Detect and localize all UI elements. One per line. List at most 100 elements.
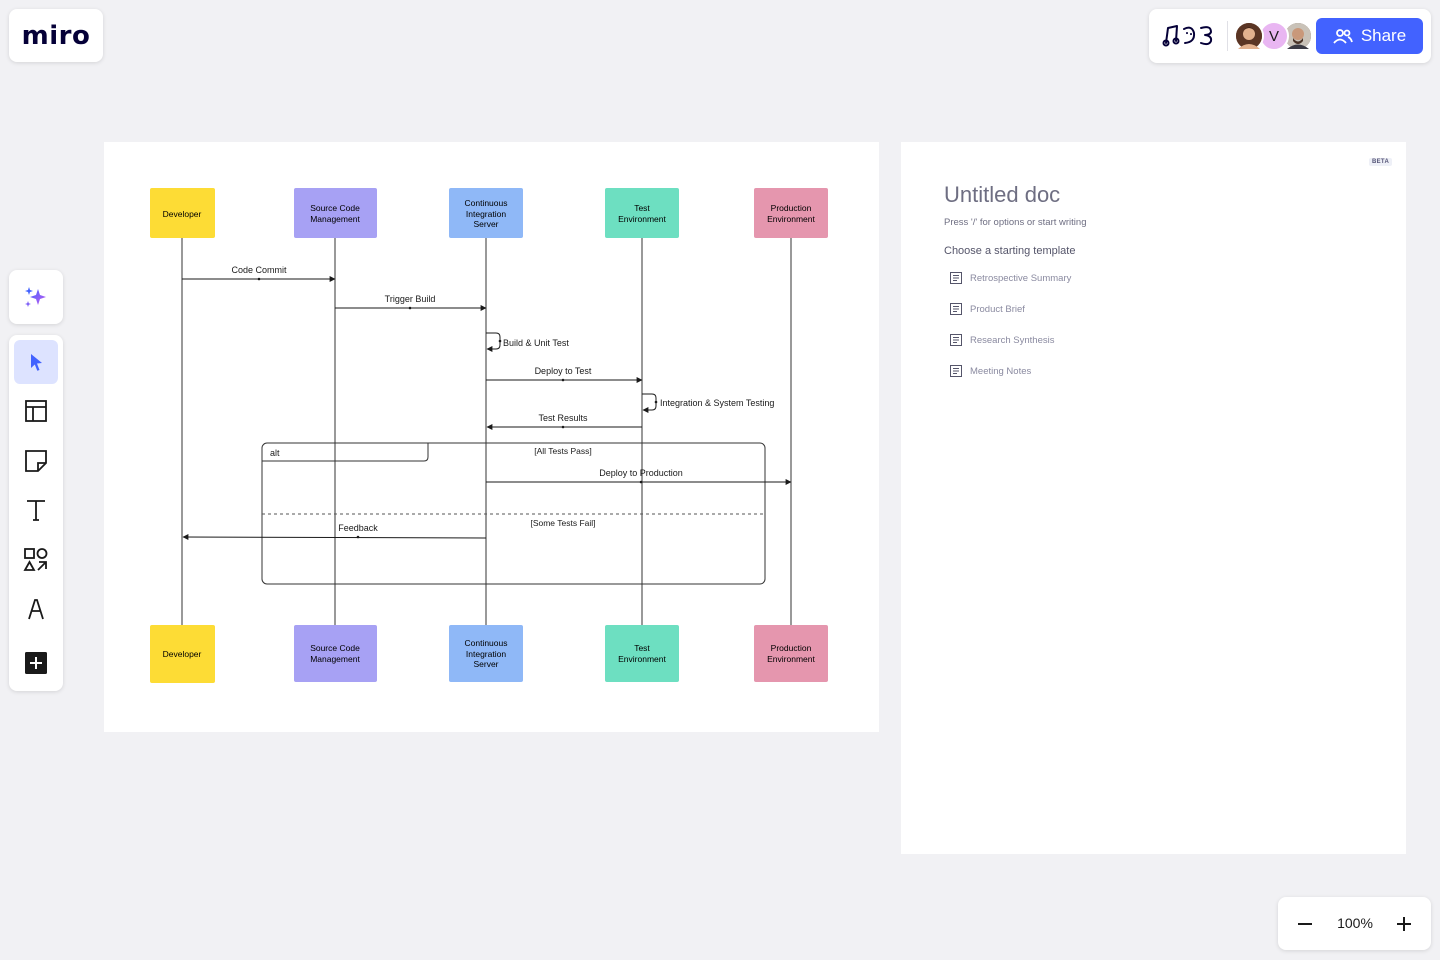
template-product-brief[interactable]: Product Brief bbox=[950, 301, 1025, 317]
alt-label-box bbox=[262, 443, 429, 462]
participant-scm bbox=[294, 188, 377, 238]
message-midpoints bbox=[257, 277, 658, 539]
message-label: Deploy to Test bbox=[535, 366, 592, 376]
message-integration-testing bbox=[642, 393, 657, 413]
templates-tool[interactable] bbox=[14, 389, 58, 433]
doc-title[interactable]: Untitled doc bbox=[944, 182, 1061, 207]
alt-keyword: alt bbox=[270, 448, 280, 458]
participant-label: Developer bbox=[163, 649, 202, 659]
shapes-tool[interactable] bbox=[14, 538, 58, 582]
participant-ci-server bbox=[449, 188, 523, 238]
photo-avatar-2[interactable] bbox=[1283, 21, 1313, 51]
participant-test-env bbox=[605, 625, 679, 682]
participant-prod-env bbox=[754, 188, 828, 238]
participant-label: Environment bbox=[618, 214, 666, 224]
sticky-note-icon bbox=[25, 450, 47, 472]
lifelines bbox=[181, 238, 792, 625]
participant-label: Management bbox=[310, 214, 360, 224]
pen-icon bbox=[28, 599, 44, 620]
document-icon bbox=[950, 272, 962, 284]
sequence-diagram-frame[interactable]: alt [All Tests Pass] [Some Tests Fail] C… bbox=[104, 142, 879, 732]
text-tool[interactable] bbox=[14, 488, 58, 532]
participant-label: Server bbox=[473, 219, 498, 229]
template-research-synthesis[interactable]: Research Synthesis bbox=[950, 332, 1054, 348]
ai-assistant-button[interactable] bbox=[9, 270, 63, 324]
template-retrospective-summary[interactable]: Retrospective Summary bbox=[950, 270, 1071, 286]
message-feedback bbox=[182, 534, 487, 541]
participant-test-env bbox=[605, 188, 679, 238]
participant-label: Continuous bbox=[464, 198, 507, 208]
sequence-diagram: alt [All Tests Pass] [Some Tests Fail] C… bbox=[150, 188, 828, 683]
participant-label: Test bbox=[634, 643, 650, 653]
message-label: Trigger Build bbox=[385, 294, 436, 304]
participant-label: Server bbox=[473, 659, 498, 669]
zoom-in-button[interactable] bbox=[1389, 909, 1419, 939]
participant-label: Production bbox=[771, 203, 812, 213]
select-tool[interactable] bbox=[14, 340, 58, 384]
sparkle-icon bbox=[25, 287, 46, 307]
message-label: Integration & System Testing bbox=[660, 398, 774, 408]
photo-avatar-1[interactable] bbox=[1234, 21, 1264, 51]
alt-fragment[interactable]: alt [All Tests Pass] [Some Tests Fail] bbox=[261, 442, 766, 585]
zoom-control: 100% bbox=[1278, 897, 1431, 950]
template-label: Retrospective Summary bbox=[970, 272, 1072, 284]
template-label: Product Brief bbox=[970, 303, 1025, 315]
template-label: Meeting Notes bbox=[970, 365, 1032, 377]
zoom-level[interactable]: 100% bbox=[1337, 915, 1373, 931]
tools-toolbar bbox=[9, 335, 63, 691]
participant-label: Developer bbox=[163, 209, 202, 219]
alt-guard-fail: [Some Tests Fail] bbox=[530, 518, 595, 528]
logo-panel[interactable]: miro bbox=[9, 9, 103, 62]
shapes-icon bbox=[23, 548, 48, 571]
doc-hint[interactable]: Press '/' for options or start writing bbox=[944, 217, 1087, 228]
participant-label: Source Code bbox=[310, 203, 360, 213]
participant-label: Environment bbox=[767, 214, 815, 224]
share-button[interactable]: Share bbox=[1316, 18, 1423, 54]
add-tool[interactable] bbox=[14, 641, 58, 685]
sticky-note-tool[interactable] bbox=[14, 439, 58, 483]
template-heading: Choose a starting template bbox=[944, 245, 1076, 257]
zoom-out-button[interactable] bbox=[1290, 909, 1320, 939]
participant-label: Source Code bbox=[310, 643, 360, 653]
collaboration-bar: V Share bbox=[1149, 9, 1431, 63]
users-icon bbox=[1333, 29, 1353, 44]
message-label: Feedback bbox=[338, 523, 378, 533]
share-label: Share bbox=[1360, 26, 1407, 45]
participant-label: Production bbox=[771, 643, 812, 653]
miro-logo[interactable]: miro bbox=[21, 20, 91, 51]
template-label: Research Synthesis bbox=[970, 334, 1055, 346]
template-meeting-notes[interactable]: Meeting Notes bbox=[950, 363, 1031, 379]
plus-square-icon bbox=[25, 652, 47, 674]
participant-ci-server bbox=[449, 625, 523, 682]
minus-icon bbox=[1298, 923, 1312, 925]
participant-label: Integration bbox=[466, 209, 506, 219]
participant-label: Management bbox=[310, 654, 360, 664]
avatar-initial: V bbox=[1268, 27, 1279, 45]
message-label: Build & Unit Test bbox=[503, 338, 569, 348]
message-build-unit-test bbox=[486, 332, 501, 352]
message-label: Test Results bbox=[538, 413, 588, 423]
divider bbox=[1227, 21, 1228, 51]
doc-panel[interactable]: BETA Untitled doc Press '/' for options … bbox=[901, 142, 1406, 854]
participants-bottom[interactable]: Developer Source Code Management Continu… bbox=[150, 625, 828, 683]
participant-developer bbox=[150, 625, 215, 683]
document-icon bbox=[950, 334, 962, 346]
plus-icon bbox=[1397, 917, 1411, 931]
participant-label: Test bbox=[634, 203, 650, 213]
alt-guard-pass: [All Tests Pass] bbox=[534, 446, 591, 456]
document-icon bbox=[950, 303, 962, 315]
message-label: Deploy to Production bbox=[599, 468, 683, 478]
participant-scm bbox=[294, 625, 377, 682]
beta-badge: BETA bbox=[1369, 158, 1393, 166]
text-icon bbox=[27, 500, 45, 521]
participant-developer bbox=[150, 188, 215, 238]
participants-top[interactable]: Developer Source Code Management Continu… bbox=[150, 188, 828, 238]
participant-label: Continuous bbox=[464, 638, 507, 648]
message-labels: Code Commit Trigger Build Build & Unit T… bbox=[231, 265, 774, 533]
reactions-icon[interactable] bbox=[1161, 20, 1219, 50]
participant-prod-env bbox=[754, 625, 828, 682]
cursor-icon bbox=[31, 354, 42, 371]
pen-tool[interactable] bbox=[14, 587, 58, 631]
participant-label: Integration bbox=[466, 649, 506, 659]
participant-label: Environment bbox=[618, 654, 666, 664]
